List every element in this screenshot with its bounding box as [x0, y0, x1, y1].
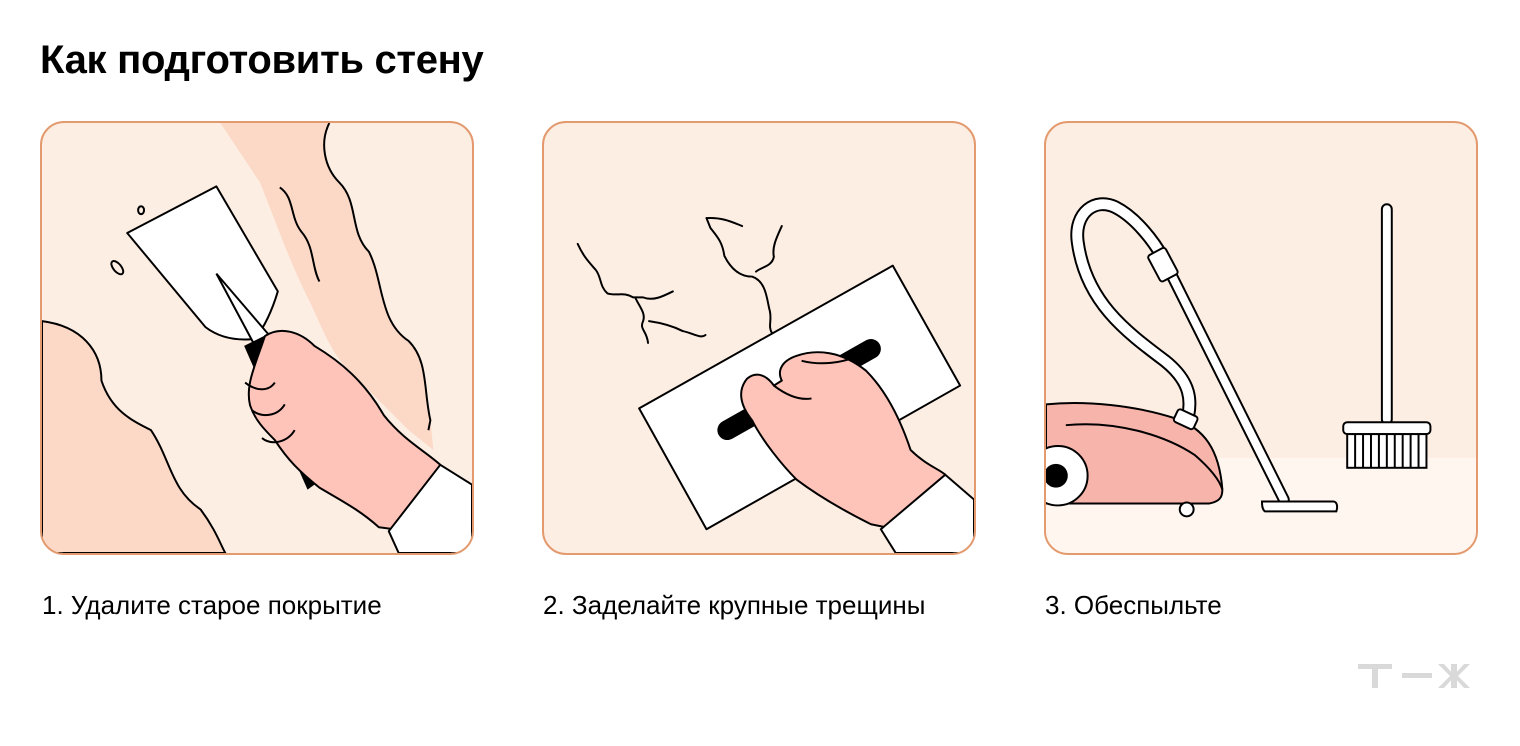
- vacuum-broom-icon: [1046, 197, 1476, 553]
- scraper-wall-icon: [42, 123, 472, 553]
- brand-logo: [1358, 664, 1470, 688]
- step-2-caption: 2. Заделайте крупные трещины: [543, 590, 926, 620]
- step-1-illustration: [40, 121, 474, 555]
- step-3-caption: 3. Обеспыльте: [1045, 590, 1222, 620]
- step-1-caption: 1. Удалите старое покрытие: [42, 590, 382, 620]
- trowel-cracks-icon: [576, 217, 974, 553]
- step-3-illustration: [1044, 121, 1478, 555]
- page-title: Как подготовить стену: [40, 38, 484, 82]
- step-2-illustration: [542, 121, 976, 555]
